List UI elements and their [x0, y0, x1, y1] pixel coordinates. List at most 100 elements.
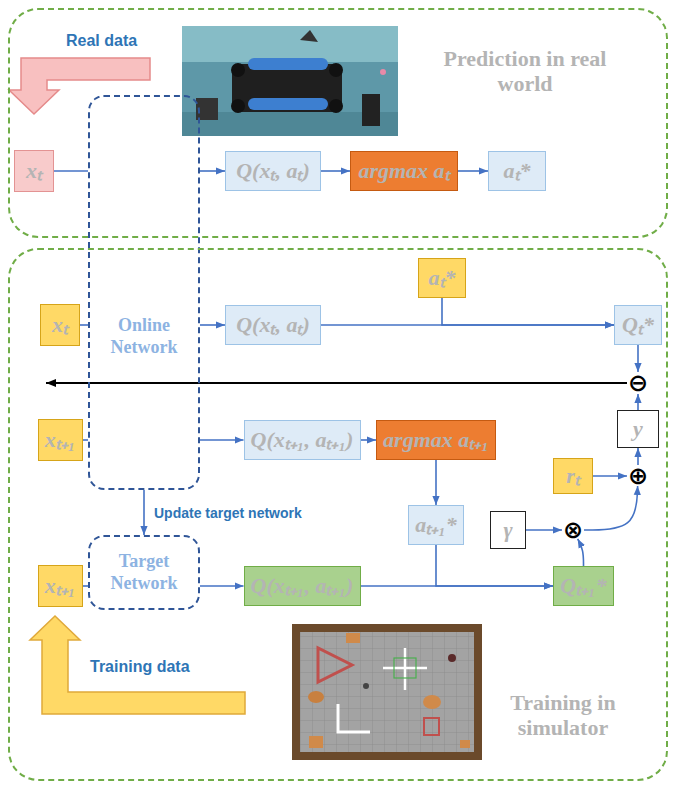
sim-object — [424, 718, 439, 735]
sim-object — [346, 633, 360, 643]
flow-arrow — [80, 324, 88, 326]
robot-float — [248, 58, 328, 70]
sim-object — [423, 695, 441, 709]
flow-arrow — [143, 490, 145, 535]
value-box: Q(xₜ₊₁, aₜ₊₁) — [244, 420, 361, 460]
value-box: Q(xₜ, aₜ) — [225, 151, 321, 191]
water-background — [182, 26, 398, 136]
value-box: Qₜ* — [614, 305, 662, 345]
robot-thruster — [329, 99, 343, 113]
flow-arrow — [578, 539, 584, 566]
input-box: xₜ₊₁ — [38, 419, 83, 461]
water-surface — [182, 26, 398, 62]
sim-object — [309, 736, 323, 748]
box-label: Q(xₜ, aₜ) — [236, 158, 310, 183]
box-label: Q(xₜ, aₜ) — [236, 312, 310, 337]
simulator-floor — [300, 632, 474, 752]
box-label: argmax aₜ₊₁ — [383, 427, 489, 452]
flow-arrow — [442, 298, 614, 325]
robot-body — [232, 64, 342, 112]
triangle-marker — [318, 648, 352, 682]
network-label: Online Network — [98, 315, 190, 358]
box-label: argmax aₜ — [358, 158, 449, 183]
real-data-arrow — [9, 58, 150, 114]
box-label: aₜ* — [504, 158, 531, 183]
target-value-box: Qₜ₊₁* — [553, 566, 614, 606]
box-label: xₜ — [26, 158, 42, 183]
box-label: γ — [503, 517, 512, 542]
region-title: Prediction in real world — [440, 46, 610, 97]
argmax-box: argmax aₜ₊₁ — [376, 420, 496, 460]
box-label: Qₜ₊₁* — [560, 573, 607, 598]
robot-photo — [182, 26, 398, 136]
box-label: Q(xₜ₊₁, aₜ₊₁) — [251, 427, 354, 452]
robot-thruster — [329, 63, 343, 77]
value-box: Q(xₜ, aₜ) — [225, 305, 321, 345]
operator-circle: ⊕ — [627, 465, 649, 487]
robot-thruster — [231, 99, 245, 113]
pool-object — [300, 30, 318, 42]
sim-object — [308, 691, 324, 703]
value-box: aₜ* — [488, 151, 546, 191]
region-title: Training in simulator — [478, 690, 648, 741]
flow-arrow — [593, 475, 627, 477]
operator-circle: ⊗ — [562, 519, 584, 541]
box-label: xₜ₊₁ — [45, 427, 76, 452]
edge-label: Update target network — [152, 505, 304, 521]
flow-arrow — [637, 394, 639, 410]
flow-arrow — [200, 324, 225, 326]
simulator-grid — [300, 632, 474, 752]
flow-arrow — [54, 170, 88, 172]
operator-circle: ⊖ — [627, 372, 649, 394]
box-label: xₜ₊₁ — [45, 573, 76, 598]
training-data-arrow — [30, 616, 245, 714]
argmax-box: argmax aₜ — [350, 151, 458, 191]
network-block: Target Network — [88, 535, 200, 610]
data-source-label: Training data — [90, 658, 190, 676]
simulator-picture — [292, 624, 482, 760]
input-box: rₜ — [553, 458, 593, 494]
flow-arrow — [637, 448, 639, 465]
sim-object — [448, 654, 456, 662]
target-value-box: Q(xₜ₊₁, aₜ₊₁) — [244, 566, 361, 606]
box-label: rₜ — [566, 463, 580, 488]
flow-arrow — [637, 345, 639, 372]
l-marker — [338, 704, 370, 732]
robot-box — [394, 658, 416, 678]
input-box: xₜ — [14, 150, 54, 192]
box-label: Qₜ* — [622, 312, 654, 337]
flow-arrow — [435, 460, 437, 505]
loss-backprop-arrow — [46, 382, 627, 384]
input-box: xₜ — [40, 304, 80, 346]
sim-object — [460, 740, 470, 748]
flow-arrow — [321, 170, 350, 172]
simulator-frame — [292, 624, 482, 760]
input-box: xₜ₊₁ — [38, 565, 83, 607]
flow-arrow — [200, 170, 225, 172]
input-box: aₜ* — [418, 258, 466, 298]
pool-object — [380, 69, 386, 75]
flow-arrow — [458, 170, 488, 172]
robot-thruster — [231, 63, 245, 77]
stage-region: xₜ Q(xₜ, aₜ) aₜ* Qₜ* ⊖ y xₜ₊₁ Q(xₜ₊₁, aₜ₊₁) argm… — [8, 248, 668, 781]
symbol-box: γ — [490, 511, 526, 549]
box-label: aₜ₊₁* — [415, 512, 457, 537]
box-label: y — [633, 416, 643, 441]
robot-float — [248, 98, 328, 110]
network-label: Target Network — [98, 551, 190, 594]
network-block: Online Network — [88, 95, 200, 490]
sim-object — [363, 683, 369, 689]
flow-arrow — [200, 585, 244, 587]
flow-arrow — [436, 545, 553, 586]
symbol-box: y — [617, 410, 659, 448]
flow-arrow — [361, 439, 377, 441]
flow-arrow — [200, 439, 244, 441]
cross-marker — [383, 667, 427, 670]
box-label: xₜ — [52, 312, 68, 337]
operator-symbol: ⊕ — [628, 464, 648, 488]
box-label: Q(xₜ₊₁, aₜ₊₁) — [251, 573, 354, 598]
operator-symbol: ⊗ — [563, 518, 583, 542]
pool-object — [362, 94, 380, 126]
data-source-label: Real data — [66, 32, 137, 50]
box-label: aₜ* — [429, 265, 456, 290]
